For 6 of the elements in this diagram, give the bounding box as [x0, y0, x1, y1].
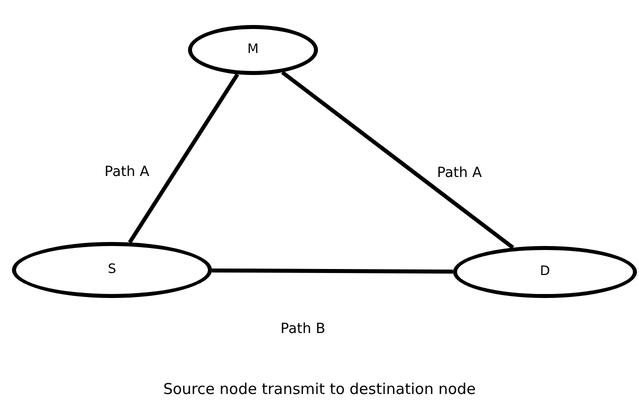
node-label: S — [108, 261, 116, 280]
node-label: M — [247, 41, 259, 60]
node-label: D — [540, 263, 550, 282]
caption: Source node transmit to destination node — [163, 379, 476, 400]
connector-line — [212, 268, 454, 274]
connector-line — [128, 73, 240, 244]
